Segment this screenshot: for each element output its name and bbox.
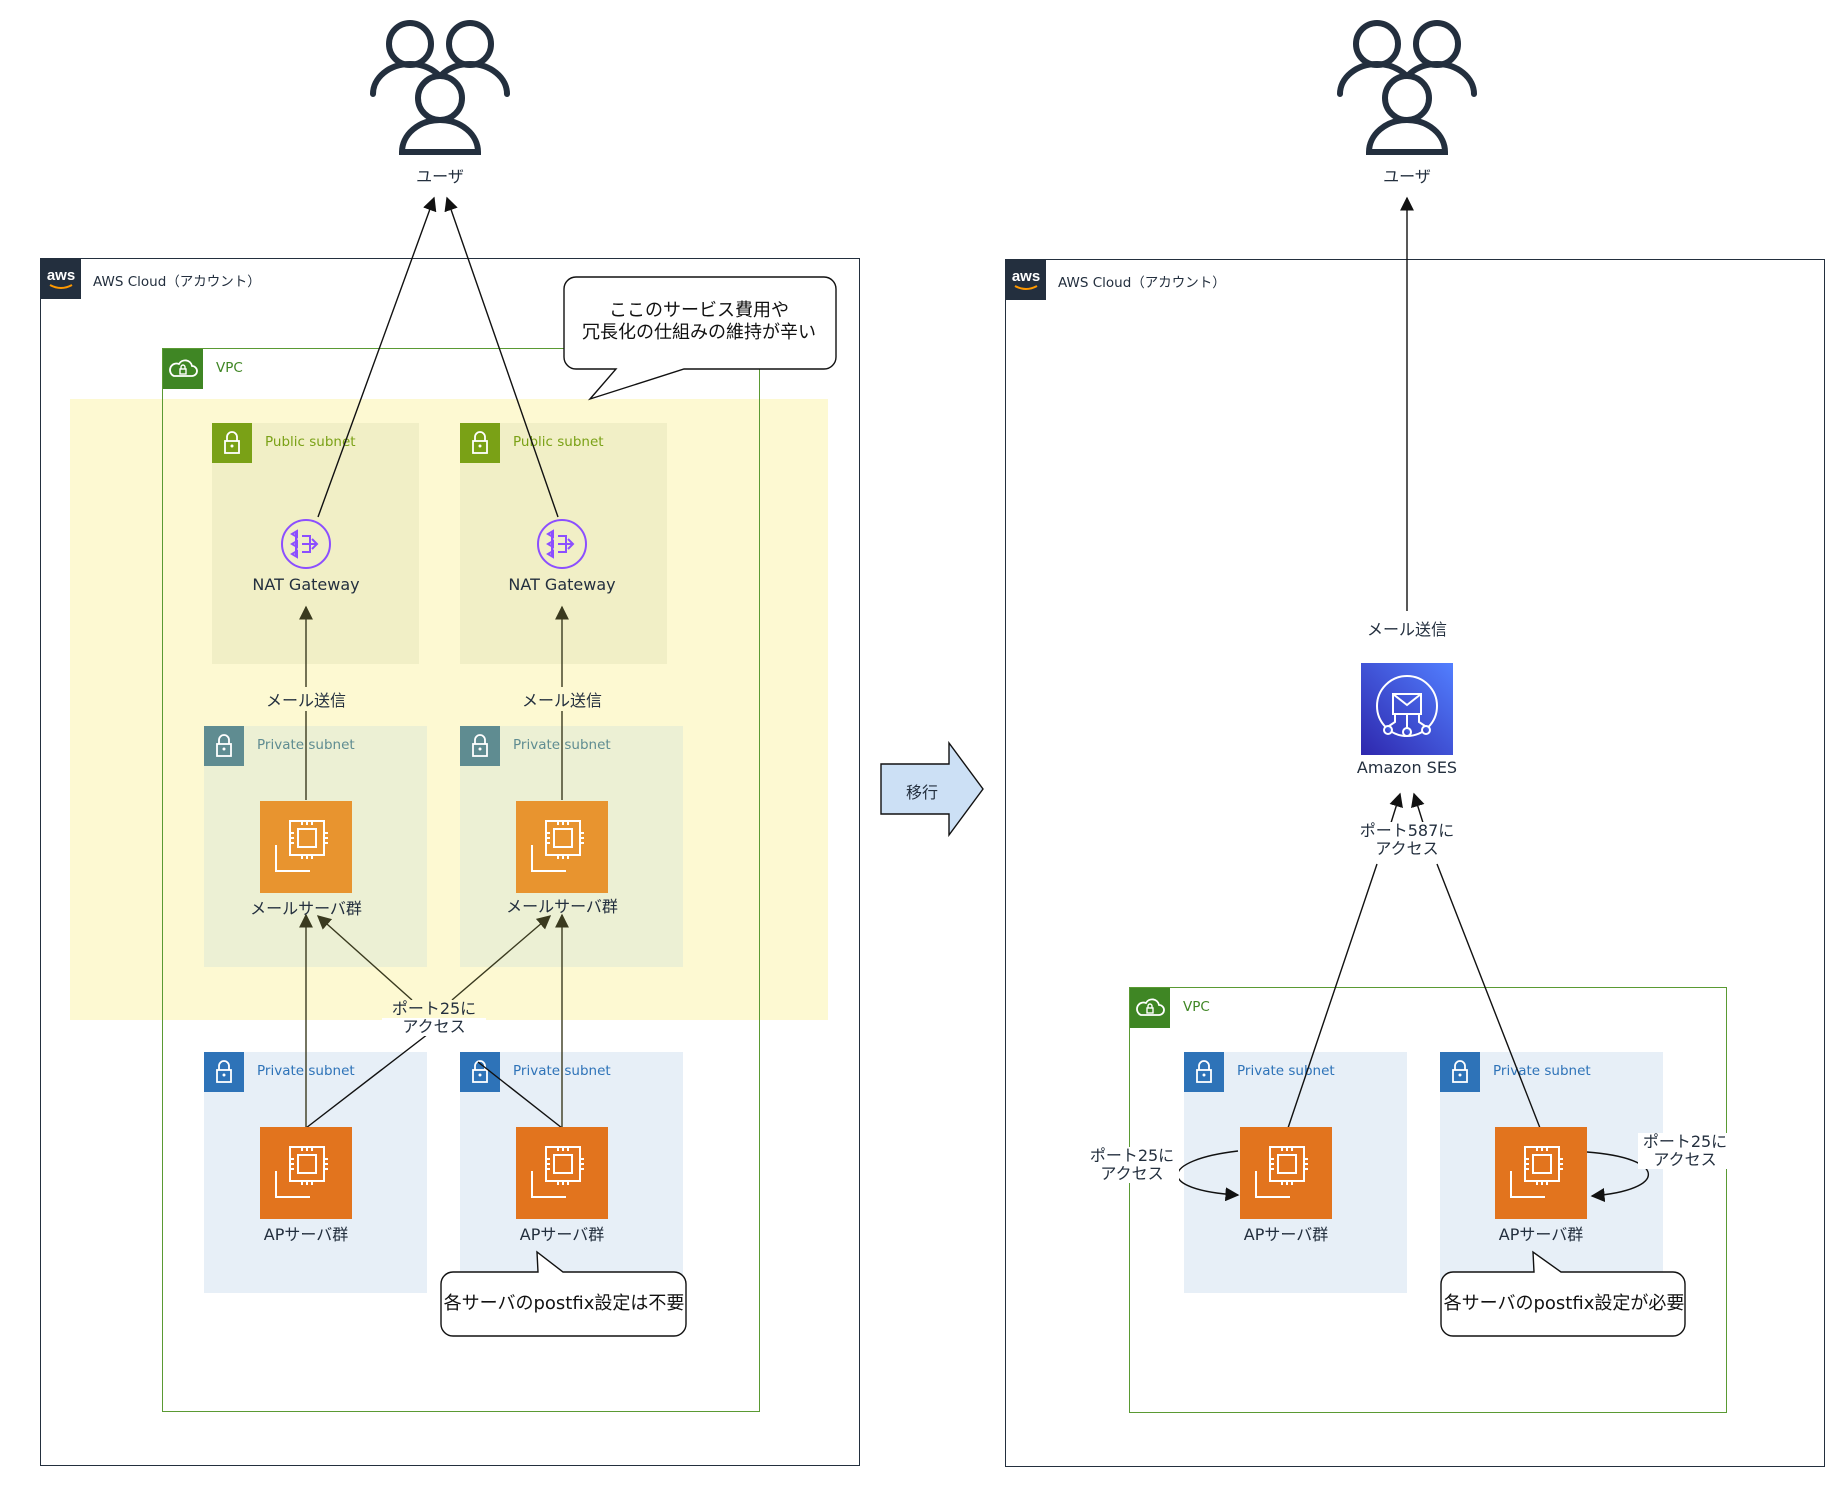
ap-server-label: APサーバ群	[1498, 1225, 1584, 1244]
cloud-label: AWS Cloud（アカウント）	[1058, 275, 1226, 291]
aws-logo-icon: aws	[41, 259, 81, 299]
callout-bottom-left	[440, 1250, 687, 1337]
mail-server-label: メールサーバ群	[250, 899, 362, 918]
lock-icon	[460, 423, 500, 463]
vpc-label: VPC	[216, 360, 243, 376]
cloud-label: AWS Cloud（アカウント）	[93, 274, 261, 290]
ec2-mail-server-icon	[260, 801, 352, 893]
lock-icon	[1440, 1052, 1480, 1092]
ap-server-label: APサーバ群	[1243, 1225, 1329, 1244]
callout-bottom-right	[1440, 1250, 1686, 1337]
svg-text:aws: aws	[47, 267, 75, 284]
nat-gateway-label: NAT Gateway	[508, 575, 616, 594]
port25-label-right-1: ポート25に アクセス	[1085, 1147, 1179, 1183]
vpc-cloud-icon	[1130, 988, 1170, 1028]
mail-send-label: メール送信	[521, 687, 603, 711]
lock-icon	[460, 1052, 500, 1092]
amazon-ses-icon	[1361, 663, 1453, 755]
mail-send-label: メール送信	[265, 687, 347, 711]
svg-text:aws: aws	[1012, 268, 1040, 285]
ec2-mail-server-icon	[516, 801, 608, 893]
ec2-ap-server-icon	[1240, 1127, 1332, 1219]
aws-logo-icon: aws	[1006, 260, 1046, 300]
port587-label: ポート587に アクセス	[1350, 822, 1464, 858]
users-icon-left	[370, 20, 510, 155]
lock-icon	[212, 423, 252, 463]
users-icon-right	[1337, 20, 1477, 155]
vpc-cloud-icon	[163, 349, 203, 389]
nat-gateway-icon	[281, 519, 331, 569]
subnet-label: Private subnet	[1493, 1063, 1591, 1079]
ses-label: Amazon SES	[1356, 758, 1458, 777]
ec2-ap-server-icon	[516, 1127, 608, 1219]
callout-bottom-left-text: 各サーバのpostfix設定は不要	[443, 1293, 685, 1314]
ec2-ap-server-icon	[260, 1127, 352, 1219]
lock-icon	[204, 1052, 244, 1092]
lock-icon	[204, 726, 244, 766]
port25-label-right-2: ポート25に アクセス	[1638, 1133, 1732, 1169]
port25-label: ポート25に アクセス	[382, 1000, 486, 1036]
migrate-label: 移行	[905, 783, 939, 802]
private-subnet-right-1: Private subnet	[1184, 1052, 1407, 1293]
aws-cloud-right: aws AWS Cloud（アカウント）	[1005, 259, 1825, 1467]
ap-server-label: APサーバ群	[263, 1225, 349, 1244]
nat-gateway-icon	[537, 519, 587, 569]
nat-gateway-label: NAT Gateway	[252, 575, 360, 594]
subnet-label: Public subnet	[265, 434, 356, 450]
highlight-region	[70, 399, 828, 1020]
vpc-label: VPC	[1183, 999, 1210, 1015]
ec2-ap-server-icon	[1495, 1127, 1587, 1219]
vpc-right: VPC	[1129, 987, 1727, 1413]
lock-icon	[460, 726, 500, 766]
subnet-label: Private subnet	[1237, 1063, 1335, 1079]
mail-send-label: メール送信	[1366, 616, 1448, 640]
users-label: ユーザ	[1383, 167, 1431, 186]
callout-top	[563, 276, 837, 401]
callout-bottom-right-text: 各サーバのpostfix設定が必要	[1443, 1293, 1685, 1314]
users-label: ユーザ	[416, 167, 464, 186]
vpc-left: VPC	[162, 348, 760, 1412]
subnet-label: Public subnet	[513, 434, 604, 450]
migrate-arrow	[880, 740, 984, 838]
mail-server-label: メールサーバ群	[506, 897, 618, 916]
lock-icon	[1184, 1052, 1224, 1092]
callout-top-text: ここのサービス費用や 冗長化の仕組みの維持が辛い	[582, 300, 816, 343]
ap-server-label: APサーバ群	[519, 1225, 605, 1244]
private-subnet-mail-1: Private subnet	[204, 726, 427, 967]
